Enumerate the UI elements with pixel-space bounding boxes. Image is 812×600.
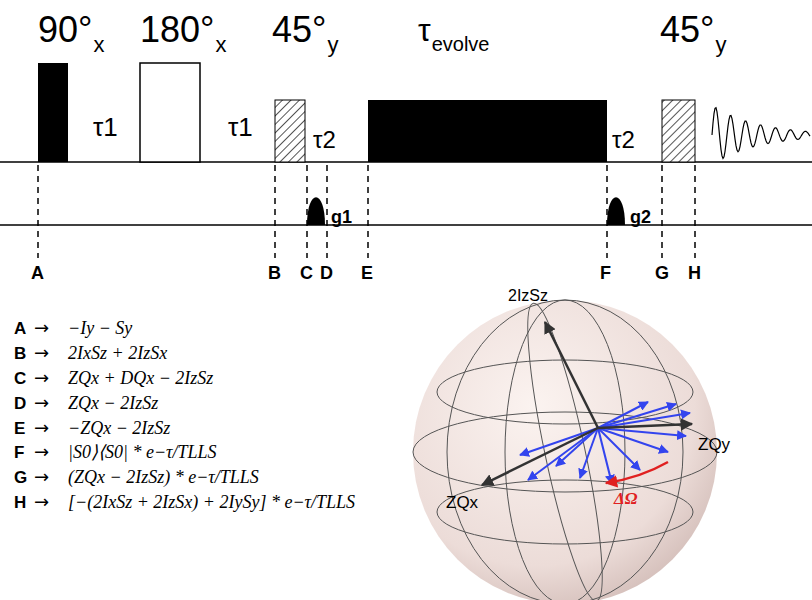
time-point: D (320, 264, 333, 282)
vector-arrow (598, 428, 612, 484)
state-letter: C (14, 370, 26, 387)
magnetization-vectors (520, 402, 690, 484)
state-letter: A (14, 320, 26, 337)
pulse-subscript: y (715, 34, 726, 56)
time-point: C (300, 264, 313, 282)
state-arrow: → (34, 493, 49, 511)
state-arrow: → (34, 369, 49, 387)
state-letter: G (14, 469, 27, 486)
gradient-label: g2 (630, 208, 651, 226)
gradient-pulse (307, 197, 325, 225)
pulse-subscript: x (215, 34, 226, 56)
gradient-axis (0, 224, 812, 226)
sphere-grid (413, 299, 717, 600)
state-arrow: → (34, 344, 49, 362)
phase-arc (606, 462, 668, 483)
time-point: A (31, 264, 44, 282)
state-arrow: → (34, 319, 49, 337)
delay-label: τ2 (313, 128, 336, 152)
axis-label: 2IzSz (508, 288, 548, 304)
axis-arrow (545, 322, 598, 428)
pulse-180 (140, 63, 200, 162)
state-letter: E (14, 420, 25, 437)
gradient-label: g1 (331, 208, 352, 226)
state-letter: D (14, 395, 26, 412)
state-letter: B (14, 345, 26, 362)
state-expression: −Iy − Sy (68, 319, 132, 337)
pulse-label: 45° (660, 12, 714, 48)
axis-arrow (598, 424, 692, 428)
delay-label: τ (418, 14, 431, 46)
vector-arrow (598, 428, 640, 470)
time-point: E (361, 264, 373, 282)
state-expression: [−(2IxSz + 2IzSx) + 2IySy] * e−τ/TLLS (68, 493, 355, 511)
bloch-sphere (413, 300, 717, 600)
pulse-label: 180° (140, 12, 214, 48)
delay-subscript: evolve (432, 34, 490, 54)
pulse-45 (662, 100, 695, 162)
axis-arrow (482, 428, 598, 485)
phase-label: ΔΩ (614, 490, 637, 507)
fid-signal (712, 108, 810, 159)
state-arrow: → (34, 443, 49, 461)
time-markers (38, 165, 695, 258)
pulse-subscript: y (327, 34, 338, 56)
time-point: H (688, 264, 701, 282)
vector-arrow (528, 428, 598, 480)
state-expression: |S0⟩⟨S0| * e−τ/TLLS (68, 443, 217, 461)
delay-label: τ1 (93, 114, 118, 140)
evolve-block (368, 100, 607, 162)
state-letter: H (14, 494, 26, 511)
state-expression: −ZQx − 2IzSz (68, 419, 170, 437)
gradient-pulse (607, 197, 625, 225)
state-arrow: → (34, 468, 49, 486)
pulse-subscript: x (93, 34, 104, 56)
time-point: F (600, 264, 611, 282)
state-arrow: → (34, 419, 49, 437)
delay-label: τ1 (228, 114, 253, 140)
axis-label: ZQy (698, 436, 730, 453)
state-letter: F (14, 444, 24, 461)
state-expression: ZQx − 2IzSz (68, 394, 158, 412)
pulse-90 (38, 63, 68, 162)
pulse-45 (275, 100, 305, 162)
time-point: G (655, 264, 669, 282)
pulse-label: 90° (38, 12, 92, 48)
state-expression: (ZQx − 2IzSz) * e−τ/TLLS (68, 468, 259, 486)
state-arrow: → (34, 394, 49, 412)
vector-arrow (520, 428, 598, 455)
delay-label: τ2 (612, 128, 635, 152)
vector-arrow (598, 428, 668, 452)
axis-label: ZQx (446, 494, 478, 511)
state-expression: ZQx + DQx − 2IzSz (68, 369, 213, 387)
time-point: B (268, 264, 281, 282)
pulse-label: 45° (272, 12, 326, 48)
state-expression: 2IxSz + 2IzSx (68, 344, 167, 362)
